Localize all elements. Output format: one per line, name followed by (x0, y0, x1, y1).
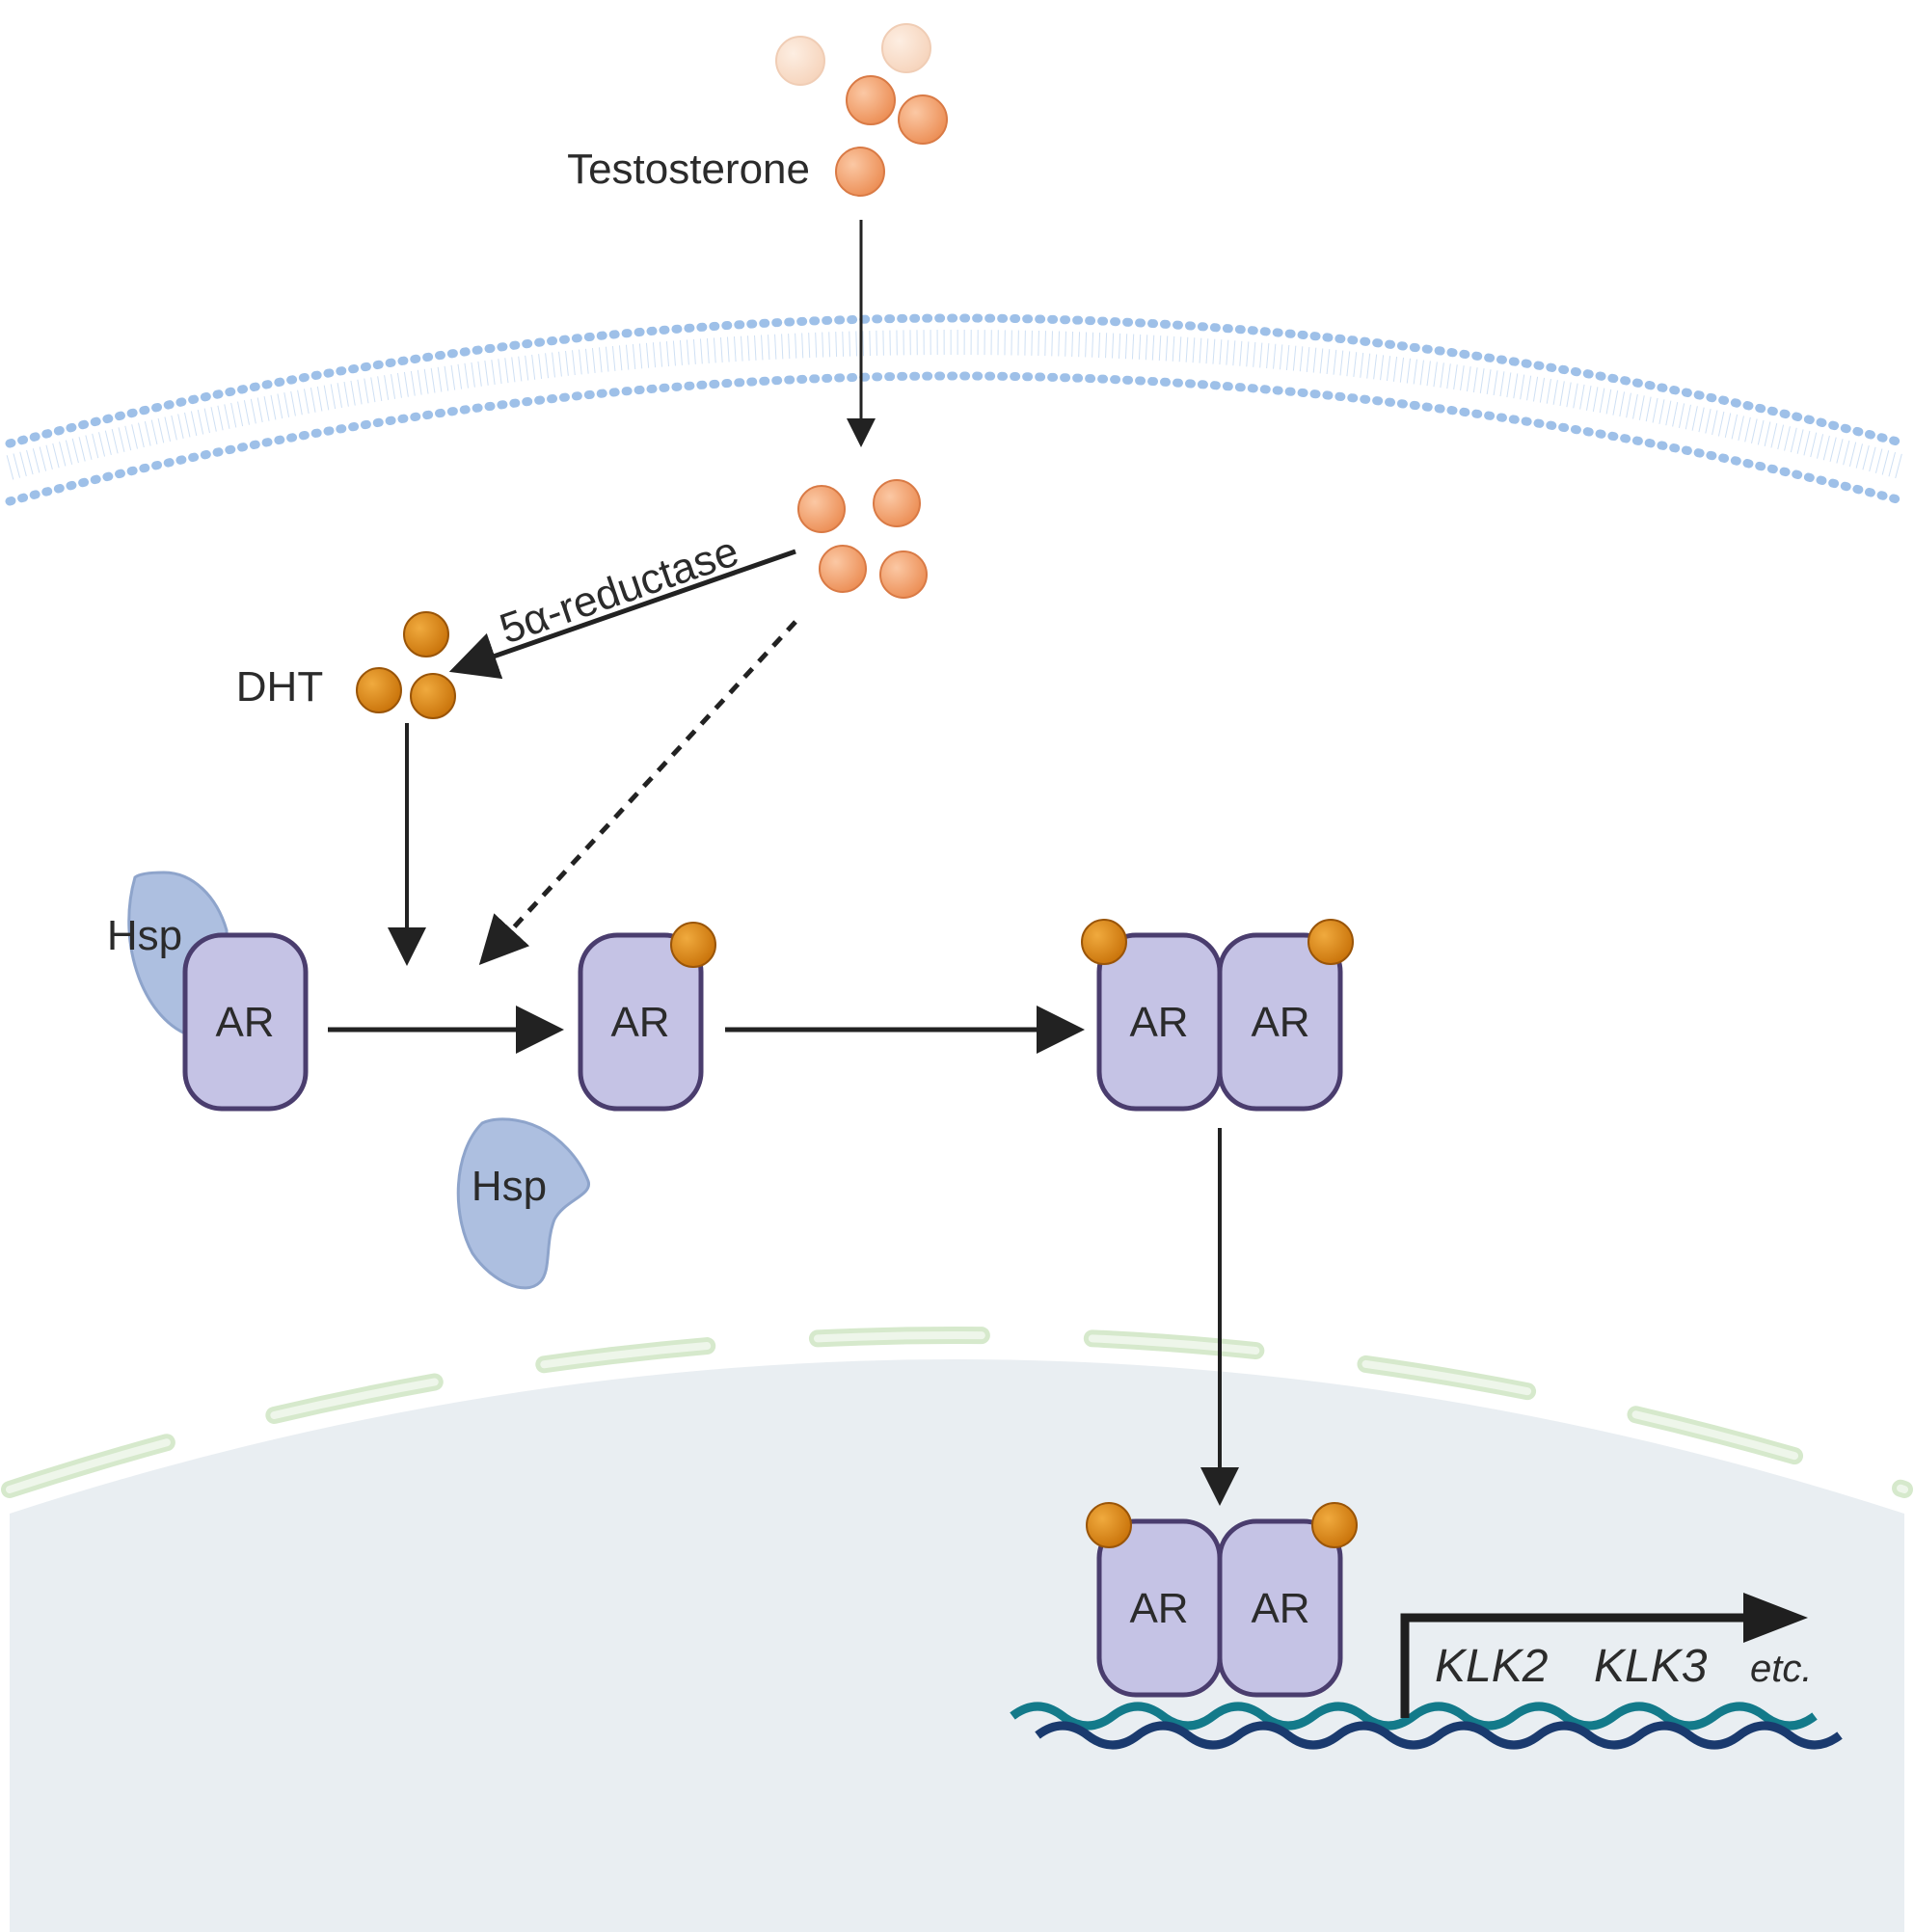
androgen-ligand (1086, 1502, 1132, 1548)
ar-label: AR (1129, 999, 1188, 1046)
cell-membrane (5, 313, 1909, 506)
dna-helix (1010, 1702, 1843, 1750)
androgen-ligand (670, 922, 716, 968)
hsp-label-bound: Hsp (107, 912, 182, 959)
ar-label: AR (1251, 999, 1309, 1046)
androgen-ligand (1307, 919, 1354, 965)
dht-molecules: DHT (236, 611, 456, 719)
dht-molecule (410, 673, 456, 719)
testosterone-molecule (835, 147, 885, 197)
ar-label: AR (610, 999, 669, 1046)
ar-dimer-subunit-nuclear (1217, 1518, 1343, 1698)
ar-receptor-inactive (182, 932, 309, 1112)
ar-receptor-ligand-bound (578, 932, 704, 1112)
testosterone-intracellular (797, 479, 928, 599)
testosterone-molecule (775, 36, 825, 86)
reductase-label: 5α-reductase (494, 527, 744, 653)
gene-label-klk3: KLK3 (1594, 1641, 1708, 1692)
dht-molecule (356, 667, 402, 713)
transcription-start-arrow (1400, 1613, 1755, 1718)
testosterone-molecule (873, 479, 921, 527)
hsp-label-released: Hsp (472, 1163, 547, 1210)
gene-label-etc: etc. (1750, 1648, 1812, 1690)
dht-label: DHT (236, 663, 323, 711)
testosterone-molecule (898, 94, 948, 145)
ar-label: AR (1251, 1585, 1309, 1632)
testosterone-molecule (881, 23, 931, 73)
testosterone-extracellular: Testosterone (567, 23, 948, 197)
testosterone-molecule (797, 485, 846, 533)
testosterone-molecule (819, 545, 867, 593)
ar-dimer-subunit (1217, 932, 1343, 1112)
testosterone-molecule (879, 550, 928, 599)
testosterone-label: Testosterone (567, 146, 810, 193)
nucleus (1, 1327, 1913, 1932)
testosterone-molecule (846, 75, 896, 125)
transcription-arrowhead (1743, 1593, 1808, 1643)
gene-label-klk2: KLK2 (1435, 1641, 1548, 1692)
ar-label: AR (215, 999, 274, 1046)
dna-strand (1035, 1721, 1843, 1750)
testosterone-direct-binding-arrow (478, 620, 797, 966)
dht-molecule (403, 611, 449, 657)
reductase-arrow (448, 549, 796, 680)
ar-label: AR (1129, 1585, 1188, 1632)
androgen-ligand (1311, 1502, 1358, 1548)
androgen-ligand (1081, 919, 1127, 965)
dna-strand (1010, 1702, 1818, 1731)
hsp-protein-released (456, 1117, 590, 1290)
